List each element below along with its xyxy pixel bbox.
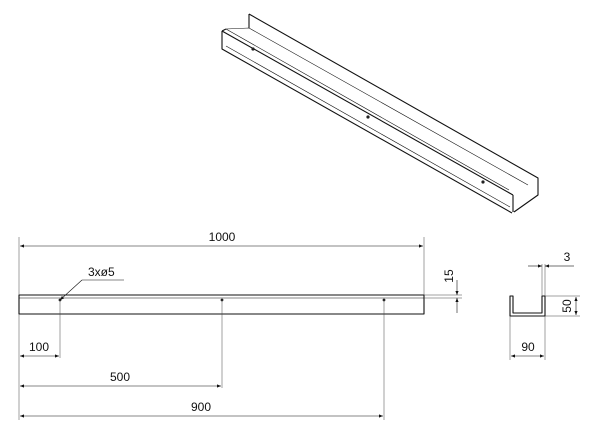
holes-callout: 3xø5 bbox=[59, 265, 124, 301]
extension-lines bbox=[18, 237, 462, 420]
iso-front-wall bbox=[221, 31, 513, 214]
dim-label-holes: 3xø5 bbox=[88, 265, 115, 279]
dimension-hole-offset-left: 100 bbox=[20, 340, 59, 358]
dim-label-hole-offset-right: 900 bbox=[191, 400, 211, 414]
iso-hole-middle bbox=[366, 115, 370, 119]
dim-label-profile-thickness: 3 bbox=[564, 250, 571, 264]
section-profile bbox=[509, 295, 546, 317]
dimension-overall-length: 1000 bbox=[20, 230, 423, 248]
dim-label-hole-offset-left: 100 bbox=[29, 340, 49, 354]
iso-base-join bbox=[225, 45, 511, 208]
front-view bbox=[18, 294, 425, 315]
iso-hole-right bbox=[481, 180, 485, 184]
dim-label-hole-offset-middle: 500 bbox=[110, 370, 130, 384]
section-view: 3 50 90 bbox=[509, 250, 580, 360]
iso-back-wall-inner bbox=[225, 27, 529, 186]
dim-label-profile-width: 90 bbox=[521, 340, 535, 354]
isometric-view bbox=[221, 13, 539, 214]
iso-back-wall-top-edge bbox=[248, 13, 539, 213]
iso-hole-left bbox=[251, 47, 255, 51]
dim-label-overall-length: 1000 bbox=[209, 230, 236, 244]
dimension-hole-offset-right: 900 bbox=[20, 400, 383, 418]
front-view-body bbox=[18, 294, 425, 315]
dimension-hole-offset-middle: 500 bbox=[20, 370, 221, 388]
iso-inner-front-edge bbox=[225, 28, 510, 191]
dimension-side-height: 15 bbox=[442, 269, 459, 313]
dim-label-profile-height: 50 bbox=[560, 299, 574, 313]
iso-front-wall-top bbox=[221, 30, 514, 196]
iso-left-end-front bbox=[221, 28, 227, 32]
dim-label-side-height: 15 bbox=[442, 269, 456, 283]
